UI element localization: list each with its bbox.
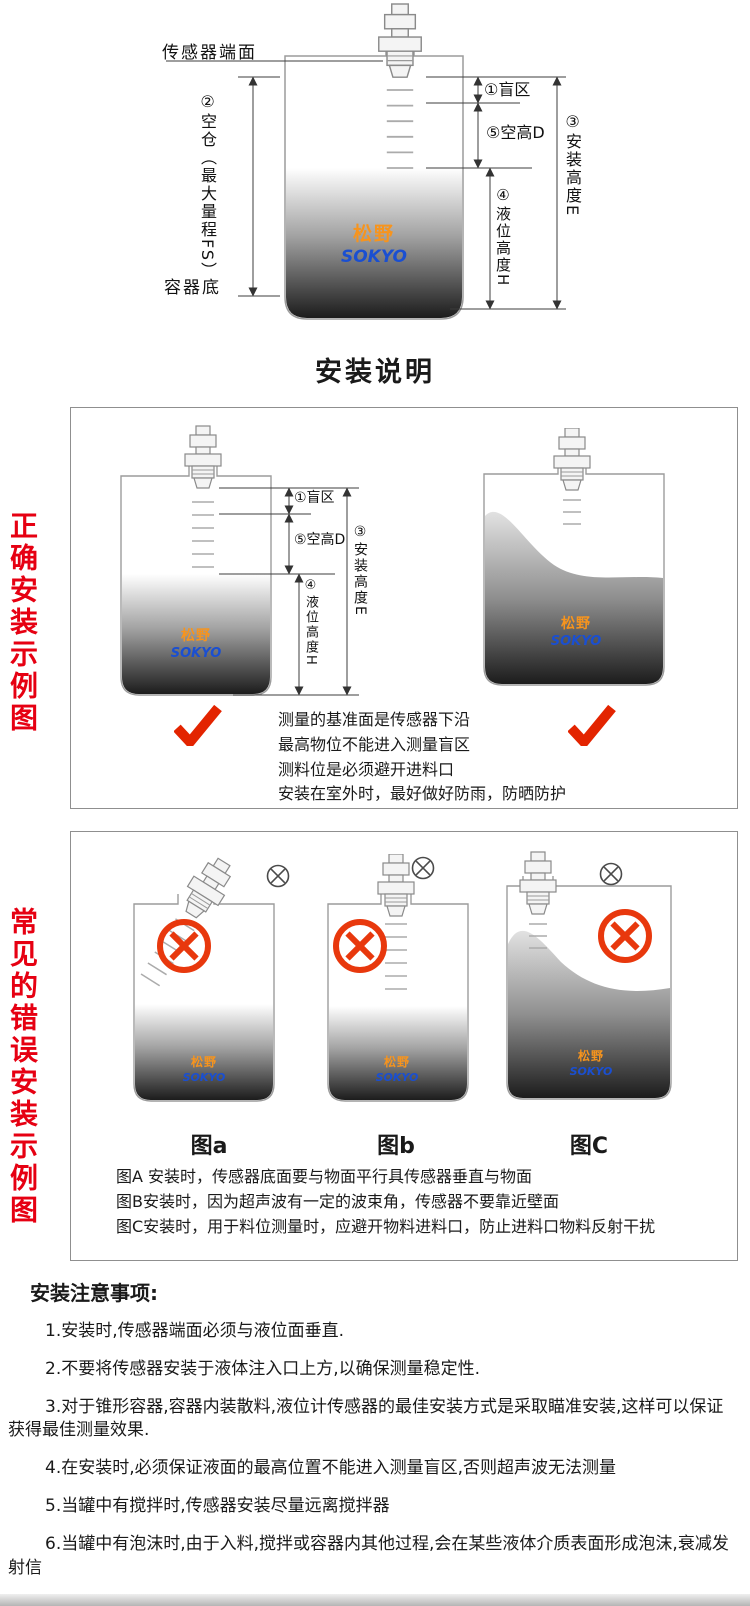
- wrong-notes: 图A 安装时，传感器底面要与物面平行具传感器垂直与物面 图B安装时，因为超声波有…: [116, 1165, 726, 1239]
- label-liquid-height: ④液位高度H: [494, 186, 512, 288]
- brand-logo-cn: 松野: [384, 1054, 410, 1069]
- page-bottom-edge: [0, 1594, 750, 1606]
- wrong-note-line: 图C安装时，用于料位测量时，应避开物料进料口，防止进料口物料反射干扰: [116, 1216, 656, 1236]
- brand-logo-en: SOKYO: [341, 247, 407, 267]
- brand-logo-cn: 松野: [181, 627, 211, 644]
- brand-logo-en: SOKYO: [183, 1071, 226, 1084]
- install-note-item: 5.当罐中有搅拌时,传感器安装尽量远离搅拌器: [45, 1495, 390, 1516]
- label-install-height: ③安装高度E: [352, 524, 368, 617]
- correct-example-box: 松野 SOKYO ①盲区 ⑤空高D ④液位高度H: [70, 407, 738, 809]
- wrong-tank-b: 松野 SOKYO: [323, 854, 473, 1104]
- label-sensor-face: 传感器端面: [162, 43, 257, 63]
- brand-logo-cn: 松野: [578, 1048, 604, 1063]
- install-note-item: 2.不要将传感器安装于液体注入口上方,以确保测量稳定性.: [45, 1358, 481, 1379]
- wrong-note-line: 图A 安装时，传感器底面要与物面平行具传感器垂直与物面: [116, 1167, 533, 1186]
- page-title: 安装说明: [315, 357, 435, 388]
- main-diagram-canvas: 松野 SOKYO: [166, 3, 566, 320]
- brand-logo-cn: 松野: [191, 1054, 217, 1069]
- correct-side-label: 正确安装示例图: [6, 511, 39, 735]
- brand-logo-en: SOKYO: [171, 646, 222, 661]
- sensor-icon: [519, 851, 557, 915]
- brand-logo-en: SOKYO: [570, 1065, 613, 1078]
- inlet-mark-icon: [599, 862, 623, 886]
- install-note-item: 6.当罐中有泡沫时,由于入料,搅拌或容器内其他过程,会在某些液体介质表面形成泡沫…: [8, 1533, 729, 1578]
- dimension-lines: [219, 487, 359, 696]
- correct-tank-material: 松野 SOKYO: [476, 428, 676, 708]
- install-notes-section: 安装注意事项: 1.安装时,传感器端面必须与液位面垂直. 2.不要将传感器安装于…: [8, 1277, 738, 1580]
- correct-note-line: 最高物位不能进入测量盲区: [278, 734, 471, 754]
- wrong-tank-a: 松野 SOKYO: [126, 854, 306, 1104]
- wrong-tank-c: 松野 SOKYO: [499, 844, 684, 1109]
- tank-outline: [133, 894, 275, 1102]
- wrong-side-label: 常见的错误安装示例图: [6, 907, 39, 1227]
- correct-example-section: 正确安装示例图 松野 SOKYO: [0, 407, 750, 809]
- material-heap-fill: [485, 511, 663, 684]
- checkmark-icon: [174, 704, 222, 746]
- wrong-example-box: 松野 SOKYO 松野 SOKYO: [70, 831, 738, 1261]
- wrong-tank-a-canvas: 松野 SOKYO: [133, 854, 290, 1102]
- beam-dashes-icon: [385, 89, 415, 169]
- label-liquid-height: ④液位高度H: [303, 578, 318, 667]
- sensor-icon: [553, 428, 591, 491]
- wrong-tank-c-canvas: 松野 SOKYO: [506, 851, 672, 1100]
- label-install-height: ③安装高度E: [563, 112, 582, 218]
- prohibited-icon: [160, 922, 208, 970]
- sensor-icon: [378, 3, 422, 78]
- correct-note-line: 测量的基准面是传感器下沿: [278, 710, 471, 729]
- brand-logo-cn: 松野: [561, 615, 591, 632]
- tank-outline: [327, 894, 469, 1102]
- tank-outline: [483, 460, 665, 686]
- main-install-diagram: 松野 SOKYO 传感器端面 ②空仓（最大量程FS） 容器底 ①盲区 ⑤空高D …: [0, 0, 750, 340]
- dimension-lines: [166, 60, 566, 310]
- prohibited-icon: [336, 922, 384, 970]
- label-blind-zone: ①盲区: [484, 80, 531, 99]
- label-blind-zone: ①盲区: [294, 490, 335, 506]
- correct-note-line: 测料位是必须避开进料口: [278, 759, 455, 779]
- tank-outline: [120, 462, 272, 696]
- material-heap-fill: [508, 930, 670, 1098]
- correct-tank-vertical: 松野 SOKYO ①盲区 ⑤空高D ④液位高度H: [113, 424, 413, 734]
- brand-logo-en: SOKYO: [376, 1071, 419, 1084]
- wrong-tank-b-canvas: 松野 SOKYO: [327, 854, 469, 1102]
- install-note-item: 1.安装时,传感器端面必须与液位面垂直.: [45, 1321, 345, 1341]
- install-note-item: 3.对于锥形容器,容器内装散料,液位计传感器的最佳安装方式是采取瞄准安装,这样可…: [8, 1396, 724, 1441]
- correct-notes: 测量的基准面是传感器下沿 最高物位不能进入测量盲区 测料位是必须避开进料口 安装…: [278, 708, 638, 807]
- inlet-mark-icon: [266, 864, 290, 888]
- sensor-icon: [175, 854, 240, 925]
- sensor-icon: [377, 854, 415, 917]
- liquid-fill: [135, 1004, 273, 1100]
- figure-a-caption: 图a: [190, 1134, 228, 1159]
- wrong-note-line: 图B安装时，因为超声波有一定的波束角，传感器不要靠近壁面: [116, 1191, 559, 1211]
- brand-logo-en: SOKYO: [551, 634, 602, 649]
- liquid-fill: [122, 574, 270, 694]
- liquid-fill: [329, 1006, 467, 1100]
- wrong-example-section: 常见的错误安装示例图 松野 SOKYO: [0, 831, 750, 1261]
- figure-b-caption: 图b: [377, 1134, 415, 1159]
- beam-dashes-icon: [191, 501, 215, 568]
- tank-outline: [284, 42, 464, 320]
- prohibited-icon: [601, 912, 649, 960]
- label-container-bottom: 容器底: [164, 278, 221, 298]
- correct-tank-vertical-canvas: 松野 SOKYO: [120, 425, 359, 696]
- tank-outline: [506, 876, 672, 1100]
- figure-c-caption: 图C: [569, 1134, 609, 1159]
- install-notes-title: 安装注意事项:: [30, 1281, 158, 1305]
- brand-logo-cn: 松野: [353, 222, 395, 245]
- label-air-height: ⑤空高D: [294, 532, 346, 548]
- inlet-mark-icon: [411, 856, 435, 880]
- beam-dashes-icon: [384, 923, 408, 990]
- correct-tank-material-canvas: 松野 SOKYO: [483, 428, 665, 686]
- beam-dashes-icon: [562, 499, 582, 525]
- liquid-fill: [286, 168, 462, 318]
- install-note-item: 4.在安装时,必须保证液面的最高位置不能进入测量盲区,否则超声波无法测量: [45, 1458, 617, 1479]
- correct-note-line: 安装在室外时，最好做好防雨，防晒防护: [278, 784, 567, 804]
- label-air-height: ⑤空高D: [486, 123, 545, 142]
- sensor-icon: [184, 425, 222, 489]
- label-empty-range: ②空仓（最大量程FS）: [198, 92, 217, 281]
